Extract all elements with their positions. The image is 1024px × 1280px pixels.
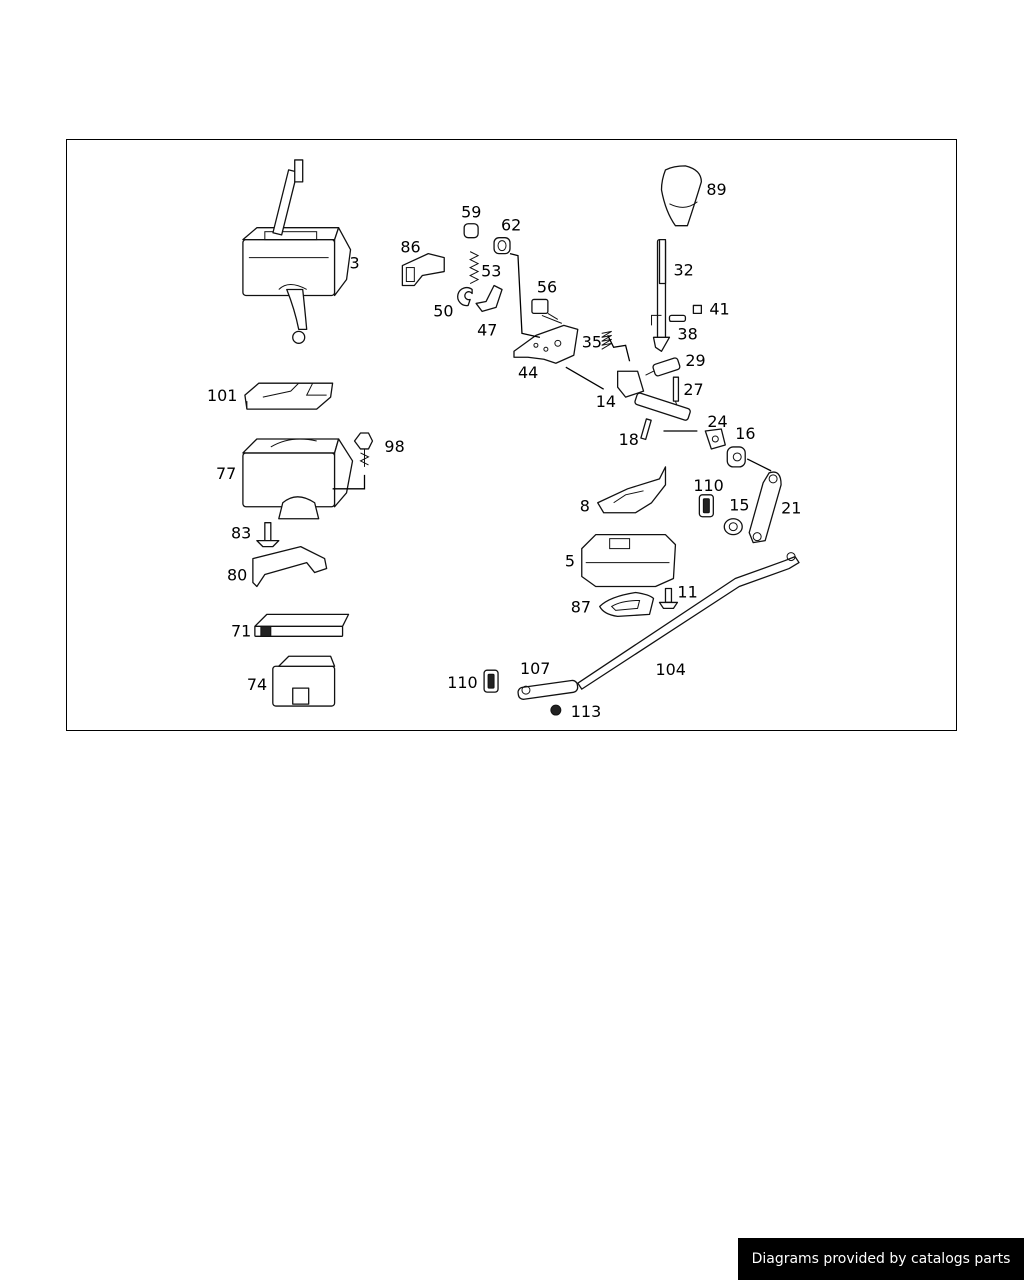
part-41-clip — [692, 304, 703, 315]
part-3-shifter-assembly — [242, 159, 352, 344]
part-107-rod-end — [517, 679, 579, 700]
part-29-switch — [645, 357, 681, 377]
part-11-screw — [658, 587, 679, 610]
part-104-shift-rod — [577, 552, 800, 690]
callout-74: 74 — [247, 675, 267, 694]
callout-5: 5 — [565, 552, 575, 571]
callout-101: 101 — [207, 386, 237, 405]
callout-104: 104 — [656, 660, 686, 679]
callout-83: 83 — [231, 524, 251, 543]
part-53-spring — [469, 251, 480, 284]
callout-77: 77 — [216, 464, 236, 483]
part-16-bushing — [726, 446, 746, 468]
part-47-lever — [475, 284, 503, 313]
callout-98: 98 — [384, 437, 404, 456]
exploded-parts-drawing: 3 86 59 62 53 56 50 47 44 89 32 41 38 35… — [207, 159, 801, 721]
part-71-indicator-strip — [254, 613, 350, 637]
callout-110-lower: 110 — [447, 673, 477, 692]
part-24-bushing — [704, 428, 726, 450]
part-83-bolt — [256, 522, 280, 548]
callout-87: 87 — [571, 597, 591, 616]
part-56-bolt — [531, 298, 563, 324]
part-38-pin — [668, 314, 687, 323]
callout-80: 80 — [227, 566, 247, 585]
callout-38: 38 — [677, 324, 697, 343]
part-101-cover-plate — [244, 382, 334, 410]
callout-29: 29 — [685, 351, 705, 370]
callout-89: 89 — [706, 180, 726, 199]
leader-lines — [332, 252, 772, 490]
part-74-module — [272, 655, 336, 707]
callout-35: 35 — [582, 332, 602, 351]
part-5-base-housing — [581, 534, 677, 588]
callout-53: 53 — [481, 262, 501, 281]
callout-107: 107 — [520, 659, 550, 678]
callout-21: 21 — [781, 499, 801, 518]
part-27-pin — [672, 376, 680, 408]
part-86-bracket — [401, 252, 445, 287]
part-89-shift-knob — [660, 165, 703, 227]
part-35-spring — [601, 330, 612, 350]
part-62-bushing — [493, 237, 511, 255]
callout-59: 59 — [461, 203, 481, 222]
part-44-mounting-plate — [513, 324, 579, 364]
callout-41: 41 — [709, 299, 729, 318]
callout-27: 27 — [683, 380, 703, 399]
part-110-clip-lower — [483, 669, 499, 693]
callout-numbers: 3 86 59 62 53 56 50 47 44 89 32 41 38 35… — [207, 180, 801, 721]
part-113-nut — [550, 704, 562, 716]
part-59-bushing — [463, 223, 479, 239]
part-110-clip-upper — [698, 494, 714, 518]
part-8-gate-plate — [597, 466, 667, 514]
part-15-grommet — [723, 518, 743, 536]
callout-44: 44 — [518, 363, 538, 382]
callout-56: 56 — [537, 277, 557, 296]
callout-110-upper: 110 — [693, 476, 723, 495]
part-18-pin — [640, 418, 652, 441]
part-98-screw — [353, 432, 374, 467]
part-32-shift-lever — [651, 239, 676, 352]
callout-24: 24 — [707, 412, 727, 431]
part-21-selector-arm — [748, 471, 782, 544]
callout-86: 86 — [400, 238, 420, 257]
callout-3: 3 — [350, 254, 360, 273]
callout-15: 15 — [729, 496, 749, 515]
callout-62: 62 — [501, 216, 521, 235]
callout-11: 11 — [677, 582, 697, 601]
callout-32: 32 — [673, 261, 693, 280]
callout-50: 50 — [433, 301, 453, 320]
callout-16: 16 — [735, 424, 755, 443]
callout-71: 71 — [231, 621, 251, 640]
callout-8: 8 — [580, 497, 590, 516]
footer-credit-badge: Diagrams provided by catalogs parts — [738, 1238, 1024, 1280]
callout-113: 113 — [571, 702, 601, 721]
part-77-housing — [242, 438, 354, 520]
part-50-clip — [457, 287, 473, 307]
parts-diagram: 3 86 59 62 53 56 50 47 44 89 32 41 38 35… — [66, 139, 957, 731]
callout-18: 18 — [619, 430, 639, 449]
part-87-trim-frame — [599, 591, 655, 618]
callout-47: 47 — [477, 320, 497, 339]
part-80-trim-cover — [252, 545, 328, 588]
part-14-selector-shaft — [616, 370, 691, 421]
callout-14: 14 — [596, 392, 616, 411]
